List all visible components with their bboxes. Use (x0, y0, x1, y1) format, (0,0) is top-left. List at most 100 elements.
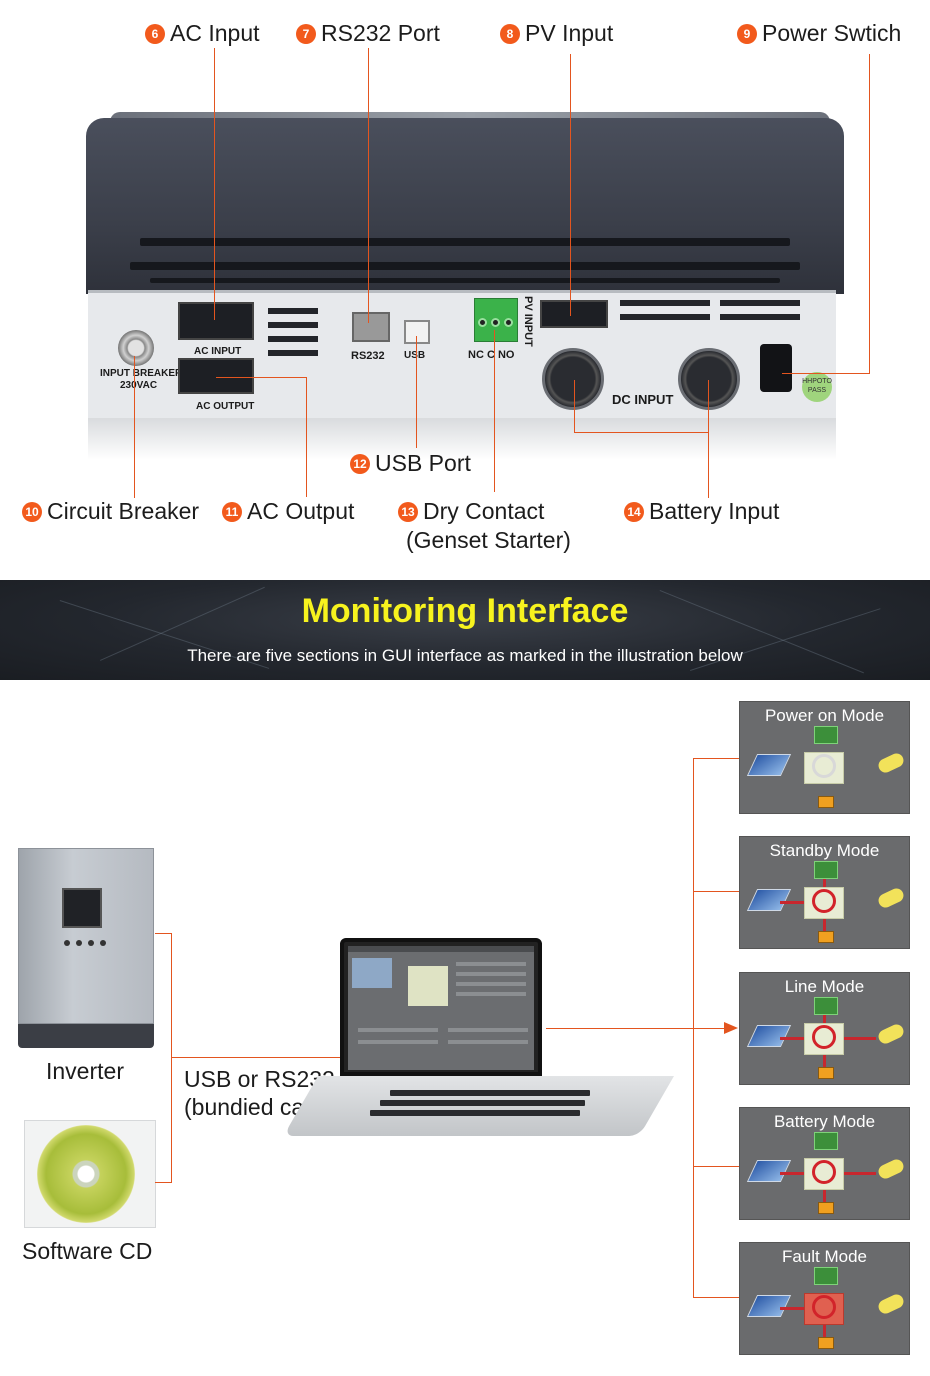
terminal-screw (491, 318, 500, 327)
gui-row (358, 1040, 438, 1044)
mode-card-battery: Battery Mode (739, 1107, 910, 1220)
connector-line (693, 758, 694, 1298)
grid-icon (814, 861, 838, 879)
grid-icon (814, 726, 838, 744)
banner-subtitle: There are five sections in GUI interface… (187, 646, 743, 665)
vent (268, 322, 318, 328)
vent (720, 300, 800, 306)
leader-line (574, 432, 708, 433)
ac-input-label: AC INPUT (194, 346, 242, 357)
inverter-button (100, 940, 106, 946)
gui-panel (352, 958, 392, 988)
connector-line (155, 933, 171, 934)
ac-input-port (178, 302, 254, 340)
usb-label: USB (404, 350, 426, 361)
leader-line (574, 380, 575, 432)
callout-label: RS232 Port (321, 20, 440, 46)
rs232-port (352, 312, 390, 342)
ac-output-label: AC OUTPUT (196, 401, 255, 412)
battery-positive-port (542, 348, 604, 410)
callout-battery-input: 14 Battery Input (624, 498, 779, 525)
number-badge: 12 (350, 453, 370, 474)
status-ring-icon (812, 889, 836, 913)
flow-arrow (823, 1055, 826, 1067)
mode-card-fault: Fault Mode (739, 1242, 910, 1355)
ac-output-port (178, 358, 254, 394)
leader-line (216, 377, 306, 378)
solar-panel-icon (746, 754, 792, 776)
laptop-base (283, 1076, 674, 1136)
cd-disc (37, 1125, 135, 1223)
grid-icon (814, 997, 838, 1015)
flow-arrow (823, 1190, 826, 1202)
flow-arrow (823, 879, 826, 889)
leader-line (570, 54, 571, 316)
status-ring-icon (812, 1025, 836, 1049)
solar-panel-icon (746, 1025, 792, 1047)
breaker-label: INPUT BREAKER (100, 368, 183, 379)
battery-icon (818, 1337, 834, 1349)
flow-arrow (823, 1015, 826, 1025)
vent (268, 336, 318, 342)
bulb-icon (876, 751, 906, 775)
mode-title: Battery Mode (773, 1112, 876, 1131)
gui-row (456, 962, 526, 966)
vent (268, 350, 318, 356)
bulb-icon (876, 1292, 906, 1316)
nc-c-no-label: NC C NO (468, 349, 515, 361)
number-badge: 6 (145, 23, 165, 44)
leader-line (368, 48, 369, 323)
callout-ac-input: 6 AC Input (145, 20, 260, 47)
leader-line (416, 336, 417, 448)
rs232-label: RS232 (351, 350, 385, 362)
gui-row (456, 992, 526, 996)
gui-row (358, 1028, 438, 1032)
battery-icon (818, 796, 834, 808)
solar-panel-icon (746, 1160, 792, 1182)
callout-usb-port: 12 USB Port (350, 450, 471, 477)
gui-row (456, 982, 526, 986)
section-banner (0, 580, 930, 680)
input-breaker (118, 330, 154, 366)
vent (140, 238, 790, 246)
leader-line (708, 380, 709, 498)
mode-card-line: Line Mode (739, 972, 910, 1085)
software-cd-image (24, 1120, 156, 1228)
callout-ac-output: 11 AC Output (222, 498, 354, 525)
flow-arrow (823, 919, 826, 931)
power-switch (760, 344, 792, 392)
inverter-base (18, 1024, 154, 1048)
mode-title: Power on Mode (764, 706, 885, 725)
gui-row (448, 1028, 528, 1032)
connector-line (155, 1182, 171, 1183)
flow-arrow (780, 1037, 806, 1040)
callout-label: PV Input (525, 20, 614, 46)
inverter-label: Inverter (46, 1058, 124, 1084)
bulb-icon (876, 1157, 906, 1181)
connector-line (693, 891, 739, 892)
connector-line (693, 1297, 739, 1298)
leader-line (214, 48, 215, 320)
keyboard-row (390, 1090, 590, 1096)
vent (620, 314, 710, 320)
callout-label: Circuit Breaker (47, 498, 200, 524)
inverter-lcd (62, 888, 102, 928)
solar-panel-icon (746, 1295, 792, 1317)
mode-title: Standby Mode (769, 841, 880, 860)
leader-line (134, 356, 135, 498)
inverter-button (64, 940, 70, 946)
leader-line (869, 54, 870, 374)
grid-icon (814, 1132, 838, 1150)
callout-rs232-port: 7 RS232 Port (296, 20, 440, 47)
cd-label: Software CD (22, 1238, 153, 1264)
connector-line (171, 933, 172, 1183)
callout-label: Battery Input (649, 498, 780, 524)
connector-line (693, 758, 739, 759)
vent (268, 308, 318, 314)
connector-line (693, 1166, 739, 1167)
number-badge: 7 (296, 23, 316, 44)
connector-line (171, 1057, 343, 1058)
keyboard-row (380, 1100, 585, 1106)
callout-label: USB Port (375, 450, 471, 476)
mode-card-power-on: Power on Mode (739, 701, 910, 814)
